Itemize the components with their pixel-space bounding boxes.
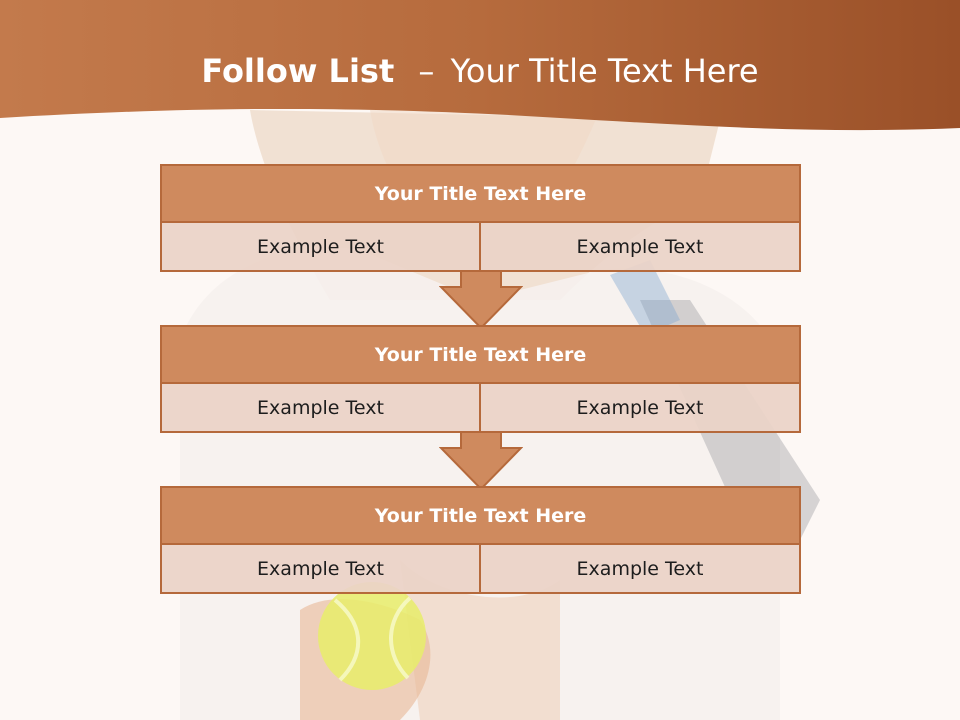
down-arrow-icon: [439, 270, 523, 330]
block-cell-left: Example Text: [160, 543, 481, 594]
list-block-1: Your Title Text Here Example Text Exampl…: [160, 164, 801, 272]
list-block-3: Your Title Text Here Example Text Exampl…: [160, 486, 801, 594]
block-cell-right: Example Text: [479, 221, 801, 272]
block-cell-right: Example Text: [479, 382, 801, 433]
title-separator: –: [418, 52, 435, 90]
title-main: Follow List: [201, 52, 395, 90]
block-title: Your Title Text Here: [160, 486, 801, 545]
block-cell-left: Example Text: [160, 382, 481, 433]
title-subtitle: Your Title Text Here: [450, 52, 759, 90]
down-arrow-icon: [439, 431, 523, 491]
list-block-2: Your Title Text Here Example Text Exampl…: [160, 325, 801, 433]
block-title: Your Title Text Here: [160, 164, 801, 223]
header-band: [0, 0, 960, 131]
slide-title: Follow List – Your Title Text Here: [0, 52, 960, 90]
block-title: Your Title Text Here: [160, 325, 801, 384]
block-cell-right: Example Text: [479, 543, 801, 594]
block-cell-left: Example Text: [160, 221, 481, 272]
